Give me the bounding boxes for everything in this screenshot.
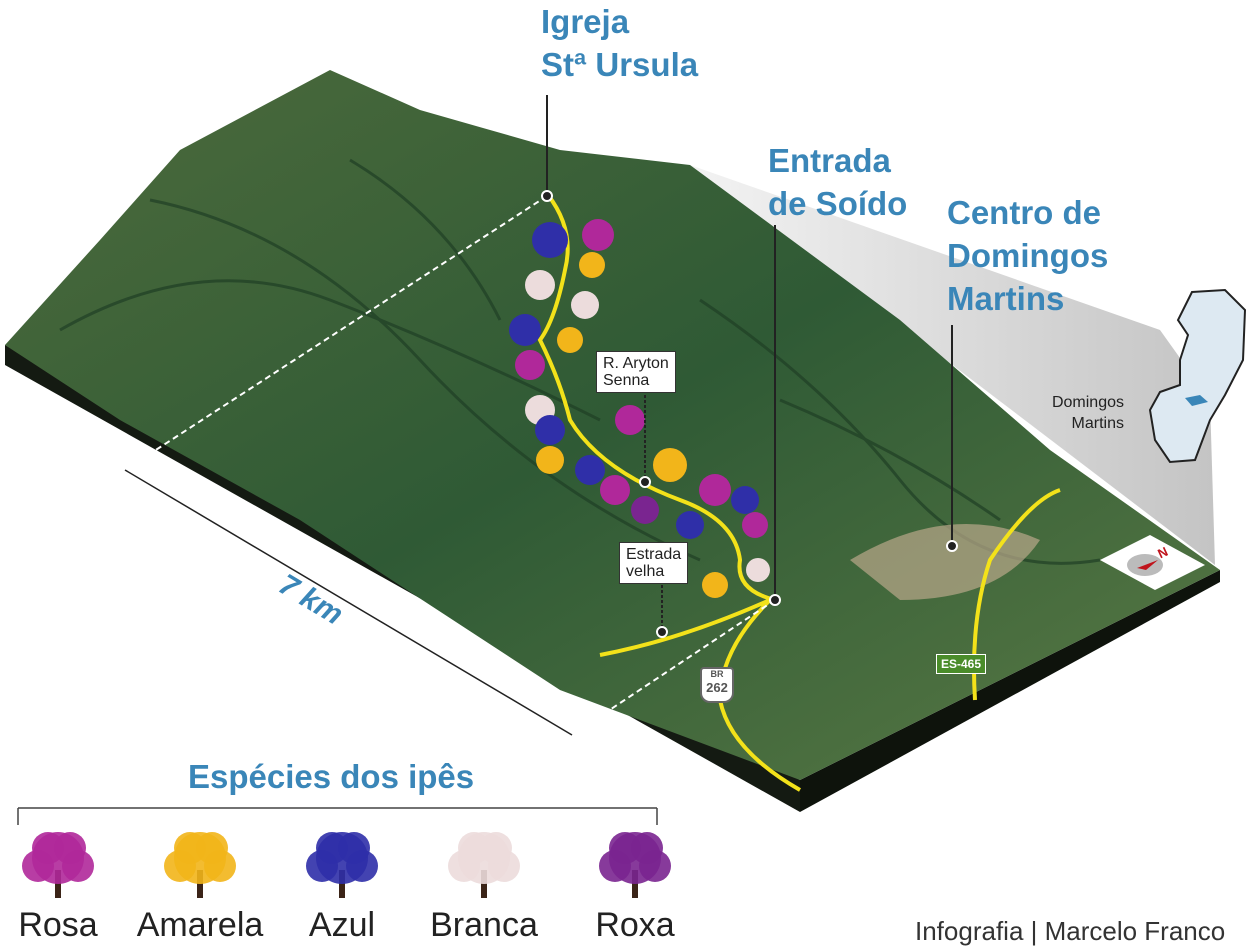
br-262-shield: BR 262: [700, 667, 734, 703]
credit: Infografia | Marcelo Franco: [915, 916, 1226, 946]
es-465-sign: ES-465: [936, 654, 987, 674]
callout-estrada-velha: Estrada velha: [619, 542, 689, 584]
compass-needle: [1137, 560, 1158, 570]
markers: [541, 190, 958, 638]
legend-tree-rosa: [22, 832, 94, 898]
label-line: Igreja: [541, 3, 630, 40]
terrain-side-right: [800, 570, 1220, 812]
state-outline-inset: [1148, 288, 1247, 464]
distance-guides: [124, 195, 776, 736]
legend-label: Branca: [430, 906, 538, 944]
label-line: Martins: [947, 280, 1065, 317]
callout-r-aryton-senna: R. Aryton Senna: [596, 351, 676, 393]
inset-label-line: Martins: [1071, 415, 1124, 432]
legend-title: Espécies dos ipês: [188, 758, 475, 795]
label-line: Centro de: [947, 194, 1102, 231]
terrain-surface: [5, 70, 1220, 780]
leader-lines: [546, 95, 953, 632]
legend-tree-roxa: [599, 832, 671, 898]
label-centro-domingos-martins: Centro de Domingos Martins: [947, 191, 1108, 320]
label-line: Domingos: [947, 237, 1109, 274]
label-igreja-st-ursula: Igreja Stª Ursula: [541, 0, 698, 86]
label-line: Stª Ursula: [541, 46, 699, 83]
ridges: [59, 158, 1101, 565]
ipe-trees-on-map: [509, 219, 770, 598]
legend-label: Amarela: [136, 906, 264, 944]
distance-line: [124, 469, 573, 736]
callout-line: Senna: [603, 372, 650, 389]
legend-tree-branca: [448, 832, 520, 898]
legend-tree-amarela: [164, 832, 236, 898]
domingos-martins-region: [1185, 395, 1208, 406]
shield-number: 262: [706, 680, 728, 695]
callout-line: Estrada: [626, 546, 682, 563]
label-line: de Soído: [768, 185, 908, 222]
legend-trees: [22, 832, 671, 898]
inset-label: Domingos Martins: [1034, 392, 1124, 434]
legend-tree-azul: [306, 832, 378, 898]
town-area: [850, 524, 1040, 600]
legend-label: Azul: [308, 906, 376, 944]
legend-label: Roxa: [595, 906, 675, 944]
callout-line: R. Aryton: [603, 355, 669, 372]
legend-label: Rosa: [18, 906, 98, 944]
road-br262: [599, 598, 801, 792]
shield-prefix: BR: [710, 669, 724, 679]
road-aryton-senna: [537, 193, 776, 602]
label-line: Entrada: [768, 142, 891, 179]
inset-label-line: Domingos: [1051, 394, 1124, 411]
label-entrada-de-soido: Entrada de Soído: [768, 139, 907, 225]
callout-line: velha: [626, 563, 665, 580]
